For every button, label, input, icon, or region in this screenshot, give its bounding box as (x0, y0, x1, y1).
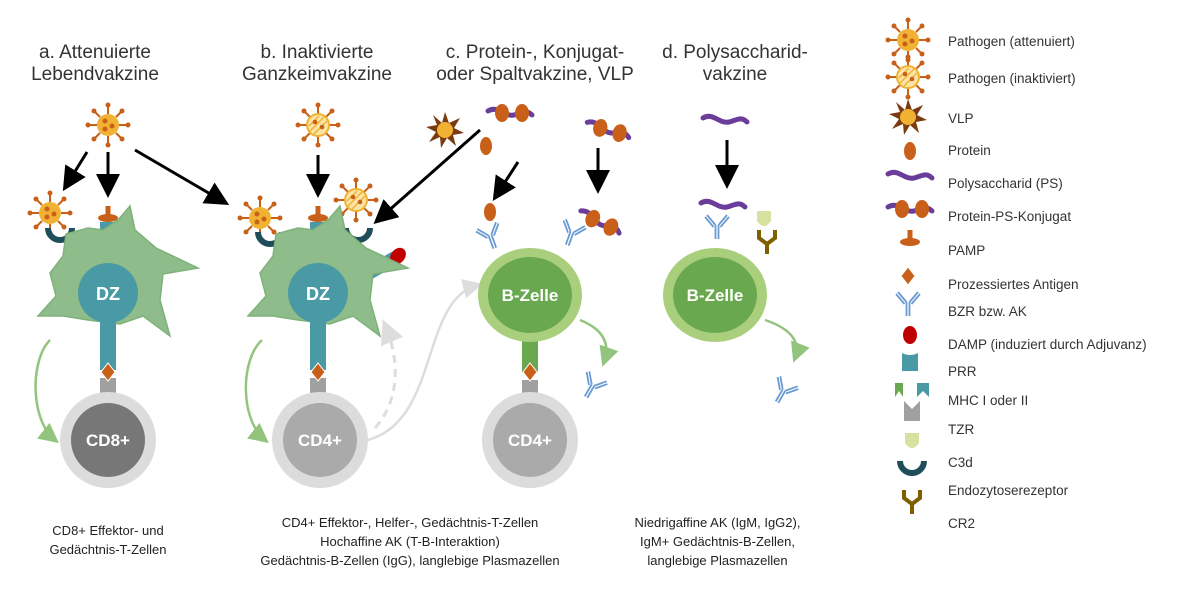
legend-label: C3d (948, 455, 973, 470)
panel-a-illustration (28, 103, 199, 488)
panel-c-title: c. Protein-, Konjugat-oder Spaltvakzine,… (420, 42, 650, 86)
cr2-icon (757, 228, 777, 256)
cr2-icon (902, 488, 922, 516)
caption-line: CD8+ Effektor- und (52, 523, 164, 538)
mhc-i-icon (895, 383, 903, 397)
protein-icon (480, 137, 492, 155)
tcr-icon (904, 401, 920, 421)
caption-line: Niedrigaffine AK (IgM, IgG2), (634, 515, 801, 530)
pamp-icon (308, 206, 328, 222)
pathogen-inactivated-icon (886, 55, 931, 100)
vlp-icon (426, 112, 464, 148)
protein-icon (904, 142, 916, 160)
antibody-icon (555, 217, 588, 251)
title-line: a. Attenuierte (39, 42, 151, 63)
antibody-icon (574, 369, 610, 405)
mhc-ii-icon (917, 383, 929, 397)
legend-label: MHC I oder II (948, 393, 1029, 408)
legend-label: CR2 (948, 516, 976, 531)
title-line: b. Inaktivierte (260, 42, 374, 63)
caption-line: Gedächtnis-T-Zellen (49, 542, 167, 557)
cd4-label: CD4+ (508, 431, 552, 450)
antibody-icon (704, 214, 730, 240)
conjugate-icon (488, 104, 532, 122)
bcell-label: B-Zelle (687, 286, 744, 305)
conjugate-icon (584, 116, 631, 145)
panel-d-caption: Niedrigaffine AK (IgM, IgG2), IgM+ Gedäch… (610, 513, 825, 570)
legend-label: TZR (948, 422, 975, 437)
cd4-label: CD4+ (298, 431, 342, 450)
caption-line: IgM+ Gedächtnis-B-Zellen, (640, 534, 795, 549)
conjugate-icon (576, 205, 623, 240)
legend-label: Protein-PS-Konjugat (948, 209, 1072, 224)
legend-label: Endozytoserezeptor (948, 483, 1069, 498)
legend-label: PRR (948, 364, 977, 379)
panel-d-illustration (663, 116, 810, 410)
protein-icon (484, 203, 496, 221)
panel-b-illustration (238, 103, 483, 488)
cd8-label: CD8+ (86, 431, 130, 450)
caption-line: CD4+ Effektor-, Helfer-, Gedächtnis-T-Ze… (281, 515, 539, 530)
conjugate-icon (888, 200, 932, 218)
legend-label: DAMP (induziert durch Adjuvanz) (948, 337, 1147, 352)
polysaccharide-icon (703, 116, 747, 122)
legend-label: PAMP (948, 243, 986, 258)
antibody-icon (895, 291, 921, 317)
c3d-icon (905, 433, 919, 448)
legend-label: Protein (948, 143, 991, 158)
attenuated-pathogen-icon (86, 103, 131, 148)
title-line: Lebendvakzine (31, 64, 159, 85)
process-arrows (62, 128, 739, 224)
pamp-icon (900, 230, 920, 246)
caption-line: Hochaffine AK (T-B-Interaktion) (320, 534, 500, 549)
antibody-icon (474, 220, 507, 254)
c3d-icon (757, 211, 771, 226)
title-line: oder Spaltvakzine, VLP (436, 64, 634, 85)
legend-label: VLP (948, 111, 974, 126)
title-line: c. Protein-, Konjugat- (445, 42, 625, 63)
bcell-label: B-Zelle (502, 286, 559, 305)
title-line: Ganzkeimvakzine (242, 64, 392, 85)
antibody-icon (765, 374, 801, 410)
title-line: d. Polysaccharid- (662, 42, 808, 63)
endocytosis-receptor-icon (900, 461, 924, 473)
polysaccharide-icon (888, 172, 932, 178)
prr-icon (902, 353, 918, 371)
damp-icon (903, 326, 917, 344)
caption-line: Gedächtnis-B-Zellen (IgG), langlebige Pl… (260, 553, 560, 568)
polysaccharide-icon (701, 201, 745, 207)
legend-icons (886, 18, 933, 516)
panel-bc-caption: CD4+ Effektor-, Helfer-, Gedächtnis-T-Ze… (220, 513, 600, 570)
title-line: vakzine (702, 64, 768, 85)
panel-c-illustration (426, 104, 632, 488)
legend-label: Pathogen (attenuiert) (948, 34, 1075, 49)
dc-label: DZ (96, 284, 120, 304)
pamp-icon (98, 206, 118, 222)
legend-label: Polysaccharid (PS) (948, 176, 1063, 191)
vlp-icon (889, 99, 927, 135)
legend-label: BZR bzw. AK (948, 304, 1027, 319)
legend-label: Pathogen (inaktiviert) (948, 71, 1076, 86)
dc-label: DZ (306, 284, 330, 304)
legend-label: Prozessiertes Antigen (948, 277, 1079, 292)
caption-line: langlebige Plasmazellen (647, 553, 788, 568)
panel-d-title: d. Polysaccharid-vakzine (640, 42, 830, 86)
inactivated-pathogen-icon (296, 103, 341, 148)
antigen-icon (900, 266, 916, 286)
